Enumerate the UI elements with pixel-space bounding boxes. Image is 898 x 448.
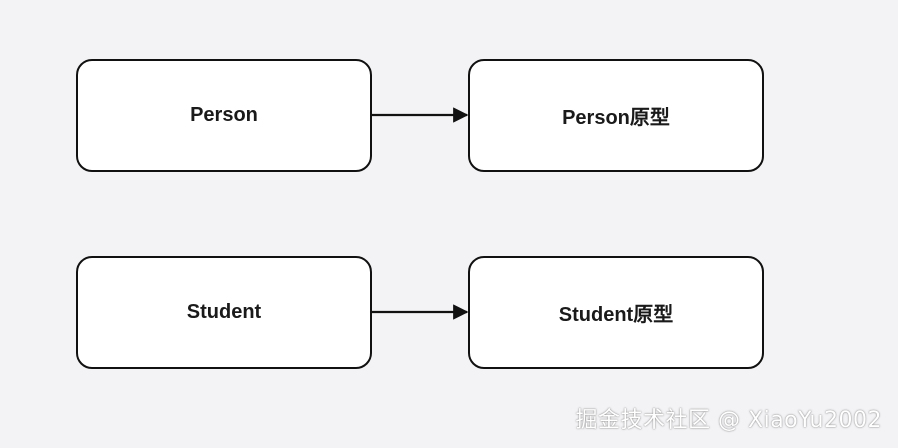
person-prototype-node: Person原型 <box>468 59 764 172</box>
student-node-label: Student <box>186 301 262 323</box>
student-prototype-node: Student原型 <box>468 256 764 369</box>
person-node-label: Person <box>190 104 258 126</box>
person-prototype-node-label: Person原型 <box>562 107 670 129</box>
watermark: 掘金技术社区 @ XiaoYu2002 <box>575 408 882 433</box>
student-prototype-node-label: Student原型 <box>558 304 674 326</box>
student-node: Student <box>76 256 372 369</box>
person-node: Person <box>76 59 372 172</box>
